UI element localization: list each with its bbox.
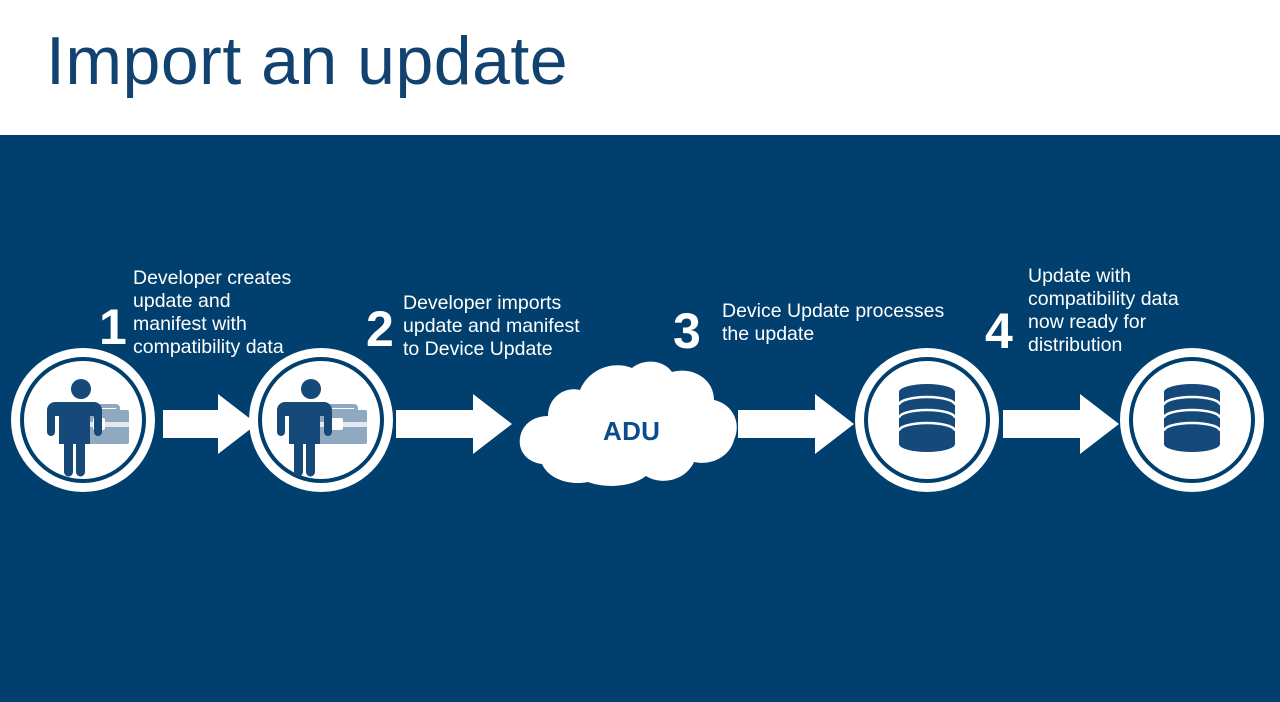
badge-step-3: [855, 348, 999, 492]
person-with-briefcase-icon-1: [47, 379, 129, 477]
badge-step-4: [1120, 348, 1264, 492]
badge-ring-2: [258, 357, 384, 483]
arrow-step1-to-step2: [163, 394, 257, 454]
badge-step-1: [11, 348, 155, 492]
badge-ring-3: [864, 357, 990, 483]
person-with-briefcase-icon-2: [277, 379, 367, 477]
badge-ring-4: [1129, 357, 1255, 483]
title-band: [0, 0, 1280, 135]
page-title: Import an update: [46, 23, 569, 99]
badge-step-2: [249, 348, 393, 492]
step-number-1: 1: [99, 299, 127, 355]
cloud-label-adu: ADU: [603, 416, 661, 446]
step-text-1: Developer creates update and manifest wi…: [133, 267, 292, 358]
step-number-4: 4: [985, 303, 1013, 359]
database-icon-3: [897, 384, 957, 452]
step-text-2: Developer imports update and manifest to…: [403, 292, 580, 360]
step-number-3: 3: [673, 303, 701, 359]
arrow-cloud-to-step3: [738, 394, 854, 454]
arrow-step3-to-step4: [1003, 394, 1119, 454]
badge-ring-1: [20, 357, 146, 483]
step-text-4: Update with compatibility data now ready…: [1028, 265, 1179, 356]
step-number-2: 2: [366, 301, 394, 357]
arrow-step2-to-cloud: [396, 394, 512, 454]
database-icon-4: [1162, 384, 1222, 452]
cloud-icon: [519, 361, 737, 486]
step-text-3: Device Update processes the update: [722, 300, 945, 345]
